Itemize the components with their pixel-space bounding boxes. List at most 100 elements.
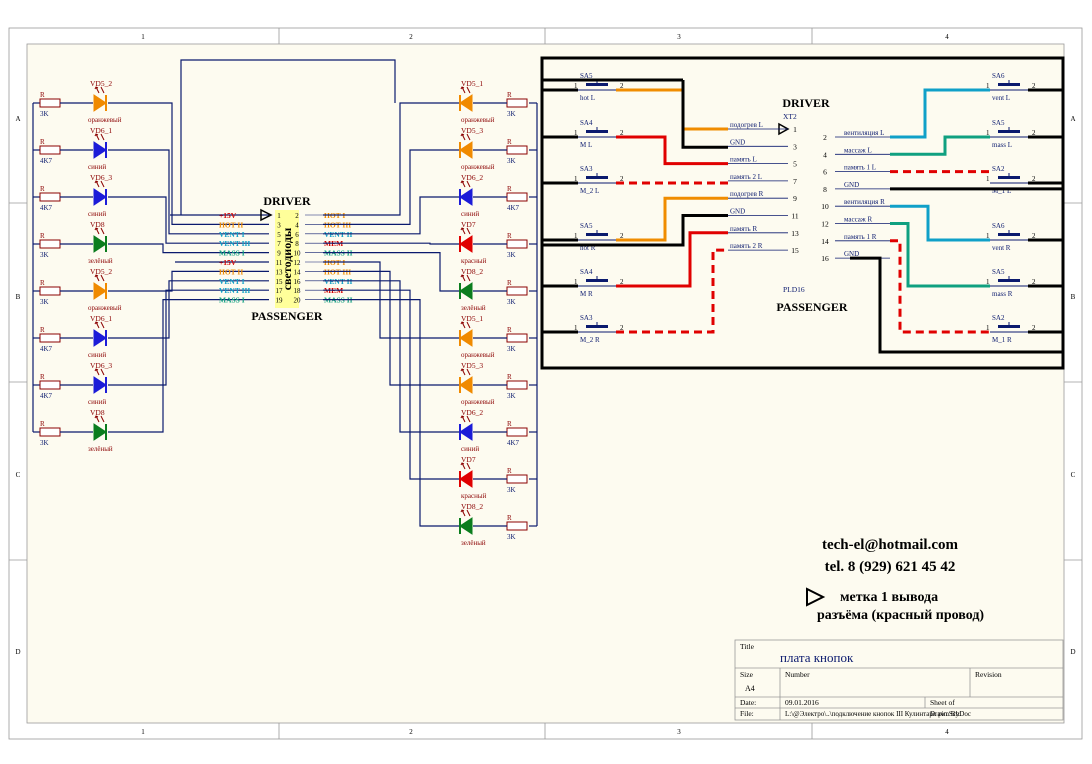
led-orange-icon [93, 282, 107, 300]
drawn-label: Drawn By: [930, 710, 961, 718]
conn-left-label: MASS I [219, 249, 245, 258]
switch-ref: SA5 [580, 72, 593, 80]
resistor-icon [506, 474, 528, 484]
switch-pin: 1 [986, 129, 990, 137]
zone-row-label: D [15, 648, 20, 656]
conn-left-label: VENT I [219, 230, 245, 239]
led-emission-icon [94, 274, 105, 282]
ground-wire [681, 80, 728, 149]
wire [108, 299, 269, 433]
wire [108, 196, 269, 244]
led-emission-icon [460, 133, 471, 141]
file-label: File: [740, 709, 754, 718]
zone-row-label: D [1070, 648, 1075, 656]
conn-pin-right: 14 [294, 268, 302, 276]
conn-pin-right: 12 [294, 259, 302, 267]
wire-mass-r [890, 222, 990, 288]
size-value: A4 [745, 684, 755, 693]
switch-button-icon [586, 233, 608, 236]
resistor-icon [506, 239, 528, 249]
resistor-value: 4K7 [40, 345, 53, 353]
conn-left-label: HOT II [219, 267, 243, 276]
wire [108, 280, 269, 339]
wire-mem2-r [616, 248, 728, 334]
led-emission-icon [460, 227, 471, 235]
resistor-icon [506, 333, 528, 343]
switch-pin: 2 [620, 129, 624, 137]
resistor-icon [506, 145, 528, 155]
resistor-ref: R [507, 420, 512, 428]
switch-button-icon [998, 233, 1020, 236]
resistor-value: 3K [507, 486, 516, 494]
number-label: Number [785, 670, 810, 679]
switch-pin: 2 [620, 278, 624, 286]
led-emission-icon [460, 415, 471, 423]
led-desc: оранжевый [461, 116, 495, 124]
led-red-icon [459, 470, 473, 488]
conn-pin-right: 2 [295, 212, 299, 220]
resistor-icon [39, 380, 61, 390]
switch-pin: 1 [574, 324, 578, 332]
revision-label: Revision [975, 670, 1002, 679]
led-ref: VD5_3 [461, 361, 483, 370]
resistor-ref: R [40, 279, 45, 287]
contact-phone: tel. 8 (929) 621 45 42 [825, 559, 956, 575]
resistor-ref: R [507, 91, 512, 99]
xt2-ref: XT2 [783, 112, 797, 121]
inner-border [26, 43, 1065, 724]
xt2-pin-left: 1 [793, 125, 797, 134]
resistor-icon [39, 192, 61, 202]
xt2-left-label: подогрев L [730, 121, 763, 129]
xt2-pin-right: 16 [821, 254, 829, 263]
zone-col-label: 3 [677, 33, 681, 41]
conn-left-label: HOT II [219, 220, 243, 229]
led-ref: VD6_3 [90, 361, 112, 370]
conn-pin-right: 20 [294, 297, 302, 305]
resistor-ref: R [507, 373, 512, 381]
resistor-icon [506, 192, 528, 202]
resistor-value: 4K7 [40, 392, 53, 400]
conn-left-label: +15V [219, 211, 237, 220]
led-emission-icon [94, 180, 105, 188]
xt2-pin-right: 4 [823, 150, 827, 159]
resistor-value: 3K [40, 298, 49, 306]
wire [323, 299, 459, 527]
led-green-icon [93, 235, 107, 253]
switch-ref: SA3 [580, 165, 593, 173]
resistor-ref: R [40, 373, 45, 381]
xt2-right-label: вентиляция R [844, 198, 885, 206]
switch-pin: 1 [574, 129, 578, 137]
switch-button-icon [586, 130, 608, 133]
xt2-right-label: массаж L [844, 146, 872, 154]
contact-info: tech-el@hotmail.com tel. 8 (929) 621 45 … [806, 537, 984, 623]
supply-loop [180, 59, 396, 215]
led-blue-icon [93, 141, 107, 159]
led-green-icon [459, 517, 473, 535]
led-desc: синий [461, 445, 479, 453]
wire [108, 149, 269, 235]
wire [108, 243, 269, 254]
file-value: L:\@Электро\..\подключение кнопок III Ку… [785, 710, 971, 718]
switch-name: M_1 L [992, 187, 1011, 195]
led-desc: оранжевый [461, 398, 495, 406]
outer-border [8, 27, 1083, 740]
xt2-left-label: GND [730, 138, 745, 146]
led-blue-icon [459, 188, 473, 206]
led-desc: зелёный [461, 304, 486, 312]
zone-col-label: 4 [945, 33, 949, 41]
resistor-icon [506, 286, 528, 296]
resistor-value: 3K [507, 298, 516, 306]
zone-row-label: C [16, 471, 21, 479]
conn-left-label: VENT I [219, 277, 245, 286]
xt2-left-label: память L [730, 156, 757, 164]
led-emission-icon [460, 86, 471, 94]
led-emission-icon [460, 368, 471, 376]
switch-button-icon [998, 325, 1020, 328]
ground-wire [850, 256, 1063, 354]
led-blue-icon [93, 329, 107, 347]
resistor-value: 4K7 [507, 439, 520, 447]
zone-row-label: B [1071, 293, 1076, 301]
conn-left-label: VENT III [219, 286, 250, 295]
led-orange-icon [459, 376, 473, 394]
wire [323, 102, 459, 216]
